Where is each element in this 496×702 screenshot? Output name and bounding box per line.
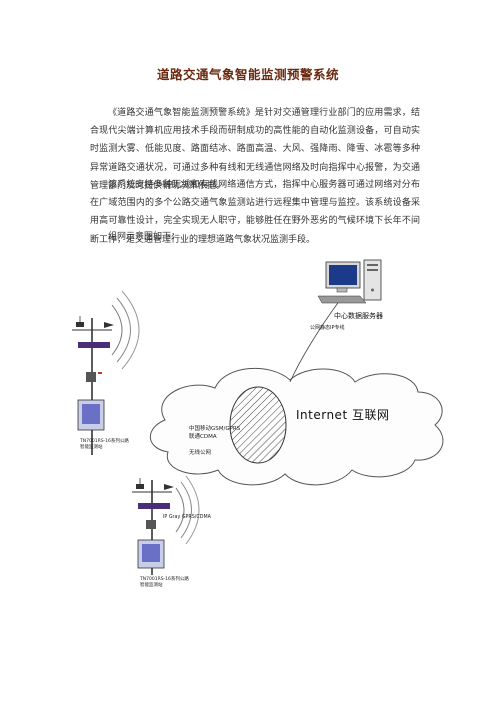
server-computer: [317, 259, 382, 304]
monitoring-station-bottom: [132, 475, 200, 575]
doc-title: 道路交通气象智能监测预警系统: [156, 67, 339, 82]
station-top-label-2: 智能监测站: [80, 443, 103, 450]
paragraph-intro: 《道路交通气象智能监测预警系统》是针对交通管理行业部门的应用需求，结合现代尖端计…: [90, 108, 420, 191]
monitoring-station-top: [72, 290, 140, 455]
station-top-label-1: TN7001RS-16系列公路: [79, 437, 129, 444]
paragraph-diagram-caption: 组网示意图如下：: [108, 232, 181, 242]
server-connection-line: [289, 299, 341, 383]
server-sublabel: 公网静态IP专线: [310, 324, 345, 331]
station-bottom-label-2: 智能监测站: [140, 581, 163, 588]
mobile-network-label-2: 联通CDMA: [189, 432, 217, 440]
mobile-network-label-1: 中国移动GSM/GPRS: [189, 424, 241, 432]
server-label: 中心数据服务器: [334, 311, 383, 320]
paragraph-network: 该系统支持多种无线和有线网络通信方式，指挥中心服务器可通过网络对分布在广域范围内…: [90, 180, 420, 245]
station-bottom-ip-label: IP Gray GPRS/CDMA: [163, 514, 212, 520]
internet-label: Internet 互联网: [296, 408, 389, 422]
wireless-network-label: 无线公网: [189, 448, 212, 456]
station-bottom-label-1: TN7001RS-16系列公路: [139, 575, 189, 582]
gateway-hatched-area: [229, 386, 287, 464]
internet-cloud: [149, 367, 444, 486]
